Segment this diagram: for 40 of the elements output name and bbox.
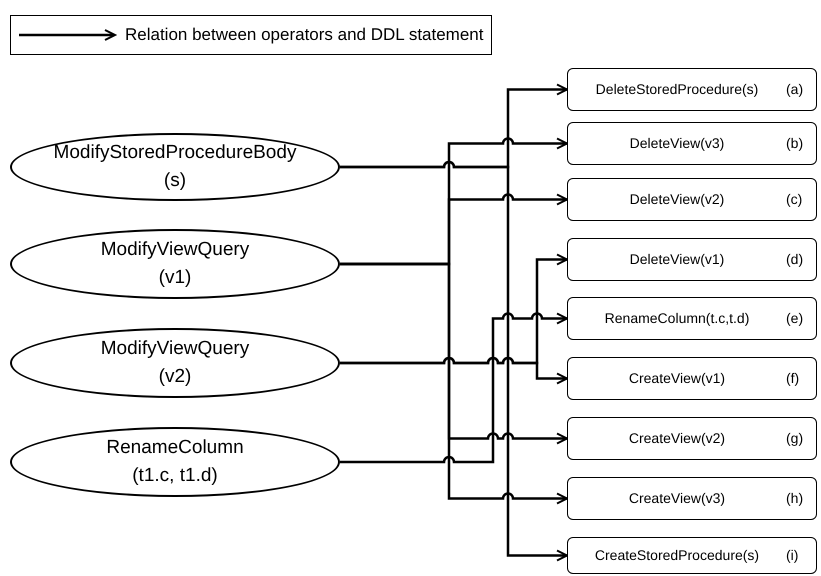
statement-box xyxy=(567,178,817,221)
statement-tag: (e) xyxy=(786,308,816,329)
statement-label: DeleteStoredProcedure(s) xyxy=(594,80,760,99)
statement-box xyxy=(567,68,817,111)
statement-label: CreateStoredProcedure(s) xyxy=(594,546,760,565)
statement-tag: (d) xyxy=(786,249,816,270)
operator-label: (v1) xyxy=(158,266,192,290)
legend-text: Relation between operators and DDL statement xyxy=(125,24,484,46)
statement-tag: (b) xyxy=(786,133,816,154)
operator-label: ModifyViewQuery xyxy=(100,238,250,262)
statement-tag: (f) xyxy=(786,368,816,389)
statement-tag: (g) xyxy=(786,428,816,449)
statement-label: DeleteView(v2) xyxy=(628,190,726,209)
arrow xyxy=(340,262,568,504)
statement-label: RenameColumn(t.c,t.d) xyxy=(604,309,750,328)
statement-tag: (c) xyxy=(786,189,816,210)
statement-tag: (i) xyxy=(786,545,816,566)
statement-box xyxy=(567,477,817,520)
arrow xyxy=(340,356,568,384)
statement-box xyxy=(567,537,817,574)
statement-label: DeleteView(v1) xyxy=(628,250,726,269)
operator-label: ModifyViewQuery xyxy=(100,337,250,361)
statement-label: CreateView(v2) xyxy=(628,429,726,448)
statement-box xyxy=(567,357,817,400)
operator-label: (s) xyxy=(164,169,186,193)
operator-label: (v2) xyxy=(158,365,192,389)
operator-label: (t1.c, t1.d) xyxy=(132,464,218,488)
statement-tag: (h) xyxy=(786,488,816,509)
statement-label: CreateView(v1) xyxy=(628,369,726,388)
arrow xyxy=(340,160,568,562)
statement-box xyxy=(567,238,817,281)
statement-label: CreateView(v3) xyxy=(628,489,726,508)
arrow xyxy=(340,312,568,464)
operator-label: ModifyStoredProcedureBody xyxy=(54,141,296,165)
statement-box xyxy=(567,297,817,340)
statement-tag: (a) xyxy=(786,79,816,100)
statement-box xyxy=(567,417,817,460)
operator-label: RenameColumn xyxy=(106,436,244,460)
statement-box xyxy=(567,122,817,165)
statement-label: DeleteView(v3) xyxy=(628,134,726,153)
